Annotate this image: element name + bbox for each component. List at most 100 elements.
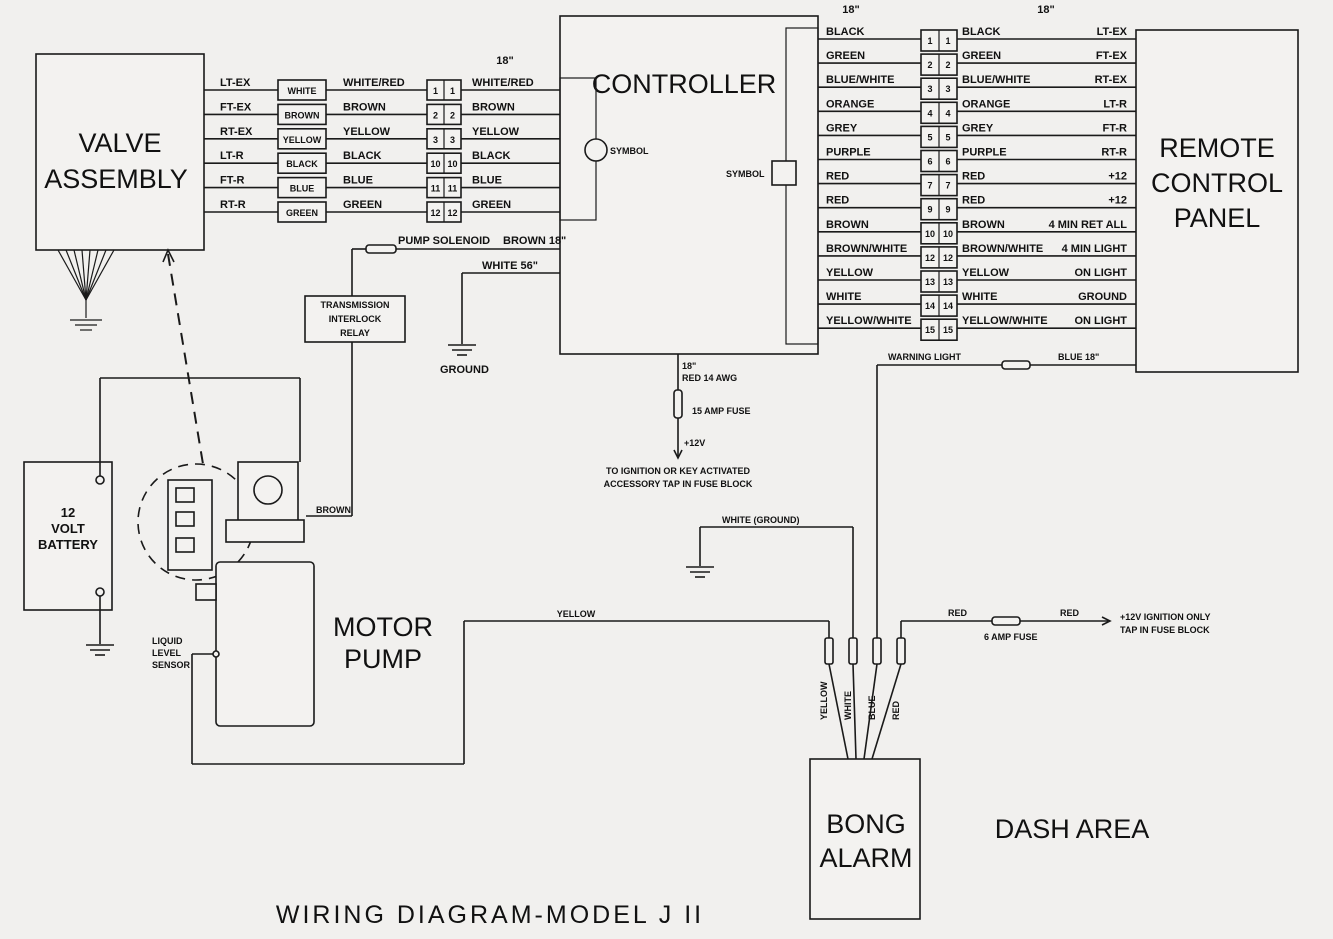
remote-wire-row: WHITE 14 14 WHITE GROUND (818, 291, 1136, 317)
valve-color-label: BROWN (285, 110, 320, 120)
remote-panel-wire-label: RED (962, 171, 985, 183)
power-note-1: TO IGNITION OR KEY ACTIVATED (606, 466, 751, 476)
valve-color-label: YELLOW (283, 135, 322, 145)
remote-func-label: ON LIGHT (1074, 315, 1127, 327)
remote-ctrl-wire-label: GREEN (826, 50, 865, 62)
valve-pin-right: 10 (447, 159, 457, 169)
battery-label-3: BATTERY (38, 537, 98, 552)
motor-pump-label-2: PUMP (344, 644, 422, 674)
valve-wire-label: GREEN (343, 199, 382, 211)
alarm-lead-label: RED (891, 700, 901, 720)
valve-color-label: GREEN (286, 208, 318, 218)
alarm-red-2: RED (1060, 608, 1080, 618)
remote-func-label: RT-R (1101, 147, 1127, 159)
valve-assembly-label-2: ASSEMBLY (44, 164, 188, 194)
white-ground-label: WHITE (GROUND) (722, 515, 800, 525)
pump-solenoid-label: PUMP SOLENOID (398, 235, 490, 247)
controller-symbol-left: SYMBOL (610, 146, 649, 156)
remote-ctrl-wire-label: PURPLE (826, 147, 871, 159)
alarm-fuse-label: 6 AMP FUSE (984, 632, 1038, 642)
alarm-lead-label: BLUE (867, 696, 877, 721)
remote-pin-right: 12 (943, 253, 953, 263)
remote-func-label: ON LIGHT (1074, 267, 1127, 279)
remote-panel-wire-label: GREEN (962, 50, 1001, 62)
remote-func-label: +12 (1108, 171, 1127, 183)
remote-ctrl-wire-label: WHITE (826, 291, 861, 303)
pump-solenoid-wire: BROWN 18" (503, 235, 566, 247)
right-gauge-left: 18" (842, 4, 859, 16)
motor-pump-label-1: MOTOR (333, 612, 433, 642)
valve-wire-label: BLUE (343, 175, 373, 187)
alarm-lead: WHITE (843, 637, 858, 760)
valve-color-label: BLACK (286, 159, 318, 169)
valve-pin-left: 12 (430, 208, 440, 218)
pump-solenoid-circuit: PUMP SOLENOID BROWN 18" TRANSMISSION INT… (304, 235, 566, 517)
remote-pin-right: 15 (943, 325, 953, 335)
remote-pin-right: 10 (943, 229, 953, 239)
remote-pin-right: 5 (945, 132, 950, 142)
valve-pin-right: 2 (450, 110, 455, 120)
remote-pin-right: 3 (945, 84, 950, 94)
power-feed: 18" RED 14 AWG 15 AMP FUSE +12V TO IGNIT… (604, 354, 753, 489)
remote-ctrl-wire-label: YELLOW/WHITE (826, 315, 912, 327)
valve-func-label: LT-EX (220, 77, 251, 89)
valve-pin-left: 2 (433, 110, 438, 120)
valve-wire-label: WHITE/RED (343, 77, 405, 89)
remote-func-label: GROUND (1078, 291, 1127, 303)
power-voltage: +12V (684, 438, 705, 448)
remote-pin-right: 7 (945, 181, 950, 191)
remote-pin-right: 14 (943, 301, 953, 311)
remote-pin-left: 14 (925, 301, 935, 311)
valve-pin-left: 1 (433, 86, 438, 96)
valve-func-label: RT-EX (220, 126, 253, 138)
sensor-label-1: LIQUID (152, 636, 183, 646)
controller-wire-label: BROWN (472, 101, 515, 113)
remote-pin-left: 7 (927, 181, 932, 191)
valve-assembly-label-1: VALVE (78, 128, 161, 158)
remote-pin-left: 15 (925, 325, 935, 335)
controller-label: CONTROLLER (592, 69, 777, 99)
valve-pin-left: 11 (431, 184, 441, 194)
remote-pin-right: 1 (945, 36, 950, 46)
battery-label-1: 12 (61, 505, 75, 520)
bong-alarm-label-2: ALARM (819, 843, 912, 873)
diagram-title: WIRING DIAGRAM-MODEL J II (276, 901, 704, 929)
remote-ctrl-wire-label: GREY (826, 122, 858, 134)
remote-pin-left: 6 (927, 157, 932, 167)
white-ground-circuit: WHITE 56" GROUND (440, 260, 560, 376)
alarm-red-1: RED (948, 608, 968, 618)
valve-pin-right: 12 (447, 208, 457, 218)
dashed-link-arrow (162, 248, 175, 263)
remote-pin-left: 9 (927, 205, 932, 215)
remote-func-label: +12 (1108, 195, 1127, 207)
bong-alarm-label-1: BONG (826, 809, 906, 839)
relay-label-3: RELAY (340, 328, 370, 338)
warning-light-label: WARNING LIGHT (888, 352, 961, 362)
remote-ctrl-wire-label: YELLOW (826, 267, 874, 279)
remote-panel-wire-label: WHITE (962, 291, 997, 303)
remote-pin-left: 13 (925, 277, 935, 287)
valve-wire-label: BLACK (343, 150, 382, 162)
sensor-label-3: SENSOR (152, 660, 191, 670)
remote-panel-wire-label: YELLOW (962, 267, 1010, 279)
remote-ctrl-wire-label: ORANGE (826, 98, 874, 110)
remote-pin-right: 6 (945, 157, 950, 167)
yellow-wire-label: YELLOW (557, 609, 596, 619)
valve-pump-dashed-link (167, 253, 205, 471)
remote-panel-wire-label: BLACK (962, 26, 1001, 38)
remote-pin-left: 10 (925, 229, 935, 239)
controller-wire-label: BLACK (472, 150, 511, 162)
alarm-feed-circuit: RED 6 AMP FUSE RED +12V IGNITION ONLY TA… (900, 608, 1210, 642)
